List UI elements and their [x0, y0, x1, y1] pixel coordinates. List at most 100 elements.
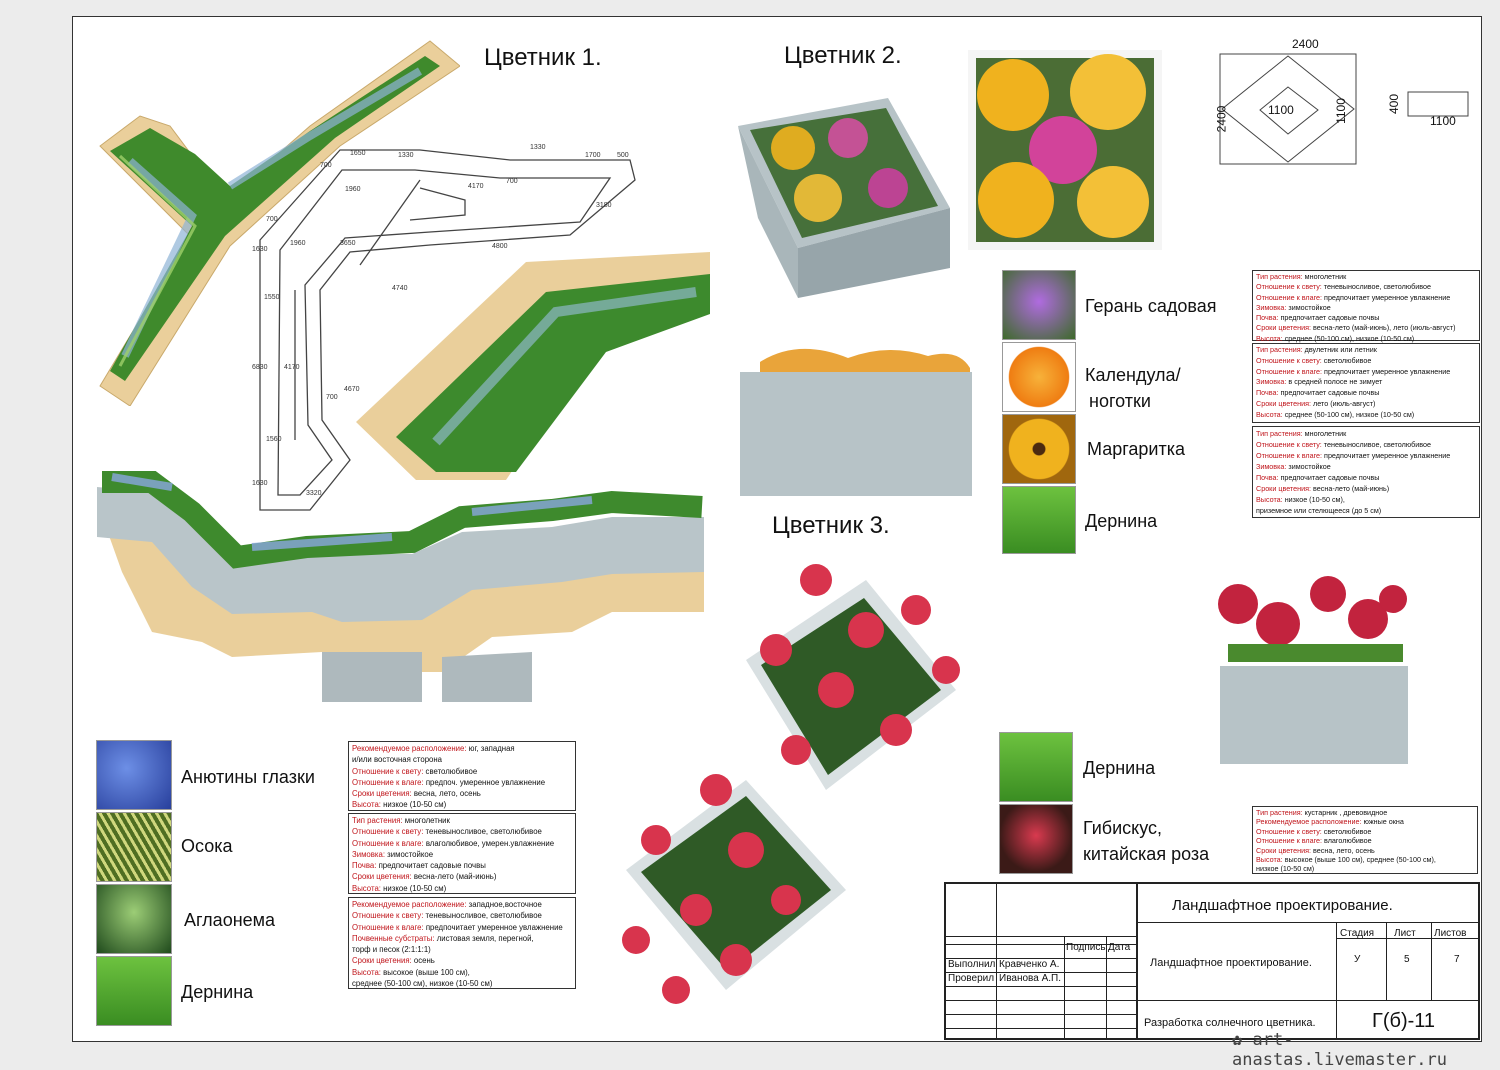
info-value: среднее (50-100 см), низкое (10-50 см) — [1284, 333, 1415, 343]
info-value: предпочитает садовые почвы — [378, 861, 486, 871]
info-key: Рекомендуемое расположение: — [352, 744, 467, 753]
plant-name-hibiscus: Гибискус, — [1083, 818, 1163, 838]
bed2-top-render — [968, 50, 1162, 250]
info-value: зимостойкое — [1288, 462, 1331, 471]
info-value: многолетник — [1304, 272, 1347, 281]
bed3-title: Цветник 3. — [772, 512, 890, 539]
info-key: Почва: — [1256, 473, 1279, 482]
pansy-icon — [96, 740, 172, 810]
info-line: Отношение к свету: теневыносливое, свето… — [352, 826, 572, 837]
info-key: Отношение к свету: — [1256, 826, 1322, 836]
bed1-side-render — [97, 471, 704, 702]
info-box-pansy: Рекомендуемое расположение: юг, западная… — [348, 741, 576, 811]
info-line: приземное или стелющееся (до 5 см) — [1256, 505, 1476, 516]
dim-top: 2400 — [1292, 37, 1319, 51]
dim-label: 1650 — [350, 150, 366, 157]
plant-name-geranium: Герань садовая — [1085, 296, 1217, 316]
info-value: среднее (50-100 см), низкое (10-50 см) — [352, 979, 493, 989]
dim-label: 1630 — [252, 246, 268, 253]
info-line: Отношение к свету: теневыносливое, свето… — [352, 910, 572, 921]
bed2-3d-render — [738, 98, 950, 298]
plant-name-aglaonema: Аглаонема — [184, 910, 276, 930]
info-line: Отношение к свету: светолюбивое — [1256, 827, 1474, 836]
dim-label: 3180 — [596, 202, 612, 209]
info-line: Сроки цветения: лето (июль-август) — [1256, 399, 1476, 410]
stamp-stage-header: Стадия — [1340, 928, 1375, 939]
info-value: многолетник — [1304, 429, 1347, 438]
info-value: двулетник или летник — [1304, 345, 1377, 354]
info-key: Почва: — [352, 861, 377, 871]
calendula-icon — [1002, 342, 1076, 412]
dim-label: 1560 — [266, 436, 282, 443]
stamp-code: Г(б)-11 — [1372, 1010, 1436, 1032]
plant-name-turf: Дернина — [181, 982, 254, 1002]
info-line: Тип растения: многолетник — [1256, 428, 1476, 439]
info-value: осень — [413, 956, 435, 966]
bed3-top-render — [622, 564, 960, 1004]
info-key: Высота: — [352, 800, 381, 810]
info-key: Отношение к влаге: — [1256, 292, 1323, 302]
info-line: Отношение к влаге: предпочитает умеренно… — [352, 922, 572, 933]
info-line: Зимовка: зимостойкое — [352, 849, 572, 860]
info-value: предпочитает умеренное увлажнение — [1324, 451, 1451, 460]
info-line: Отношение к влаге: влаголюбивое, умерен.… — [352, 838, 572, 849]
info-value: в средней полосе не зимует — [1288, 377, 1383, 387]
dim-label: 4740 — [392, 285, 408, 292]
info-box-aglaonema: Рекомендуемое расположение: западное,вос… — [348, 897, 576, 989]
dim-label: 500 — [617, 152, 629, 159]
bed1-corner-render — [356, 252, 710, 480]
watermark: ✿ art-anastas.livemaster.ru — [1232, 1030, 1447, 1070]
info-line: Отношение к влаге: предпочитает умеренно… — [1256, 450, 1476, 461]
info-key: Отношение к влаге: — [352, 922, 424, 932]
stamp-role-1: Выполнил — [948, 959, 996, 970]
info-line: среднее (50-100 см), низкое (10-50 см) — [352, 978, 572, 989]
info-value: весна, лето, осень — [1313, 845, 1375, 855]
info-value: светолюбивое — [1323, 355, 1372, 365]
info-key: Рекомендуемое расположение: — [352, 900, 467, 909]
stamp-middle: Ландшафтное проектирование. — [1150, 957, 1312, 969]
info-key: Сроки цветения: — [1256, 484, 1312, 493]
info-value: предпочитает умеренное увлажнение — [425, 922, 563, 932]
info-value: влаголюбивое, умерен.увлажнение — [425, 838, 555, 848]
info-line: Рекомендуемое расположение: западное,вос… — [352, 899, 572, 910]
info-value: весна-лето (май-июнь) — [1313, 484, 1390, 493]
info-value: высокое (выше 100 см), среднее (50-100 с… — [1284, 855, 1436, 865]
watermark-text: art-anastas.livemaster.ru — [1232, 1030, 1447, 1070]
dim-label: 3320 — [306, 490, 322, 497]
turf-icon — [999, 732, 1073, 802]
info-line: низкое (10-50 см) — [1256, 864, 1474, 873]
info-key: Сроки цветения: — [1256, 323, 1312, 333]
dim-label: 1630 — [252, 480, 268, 487]
info-value: юг, западная — [468, 744, 515, 753]
info-key: Сроки цветения: — [1256, 398, 1312, 408]
info-line: Сроки цветения: весна, лето, осень — [352, 788, 572, 799]
info-value: влаголюбивое — [1324, 836, 1372, 846]
info-key: Сроки цветения: — [1256, 845, 1312, 855]
bed2-title: Цветник 2. — [784, 42, 902, 69]
info-value: предпочитает садовые почвы — [1280, 473, 1380, 482]
info-line: Тип растения: кустарник , древовидное — [1256, 808, 1474, 817]
bed3-front-render — [1218, 576, 1408, 764]
info-value: лето (июль-август) — [1313, 398, 1376, 408]
dim-label: 1330 — [398, 152, 414, 159]
info-line: Высота: низкое (10-50 см), — [1256, 494, 1476, 505]
info-line: Зимовка: зимостойкое — [1256, 461, 1476, 472]
info-key: Отношение к свету: — [352, 766, 424, 776]
dim-label: 1550 — [264, 294, 280, 301]
dim-left: 2400 — [1214, 105, 1229, 133]
plant-name-calendula: Календула/ — [1085, 365, 1181, 385]
info-value: предпочитает умеренное увлажнение — [1324, 366, 1451, 376]
dim-label: 4170 — [468, 183, 484, 190]
info-key: Отношение к влаге: — [1256, 836, 1323, 846]
info-value: зимостойкое — [1288, 302, 1331, 312]
info-key: Почва: — [1256, 313, 1279, 323]
info-key: Сроки цветения: — [352, 956, 412, 966]
plant-name-hibiscus-2: китайская роза — [1083, 844, 1210, 864]
info-line: Сроки цветения: весна-лето (май-июнь), л… — [1256, 323, 1476, 333]
info-line: Почва: предпочитает садовые почвы — [1256, 388, 1476, 399]
info-key: Отношение к влаге: — [352, 777, 424, 787]
sedge-icon — [96, 812, 172, 882]
info-value: торф и песок (2:1:1:1) — [352, 945, 431, 955]
